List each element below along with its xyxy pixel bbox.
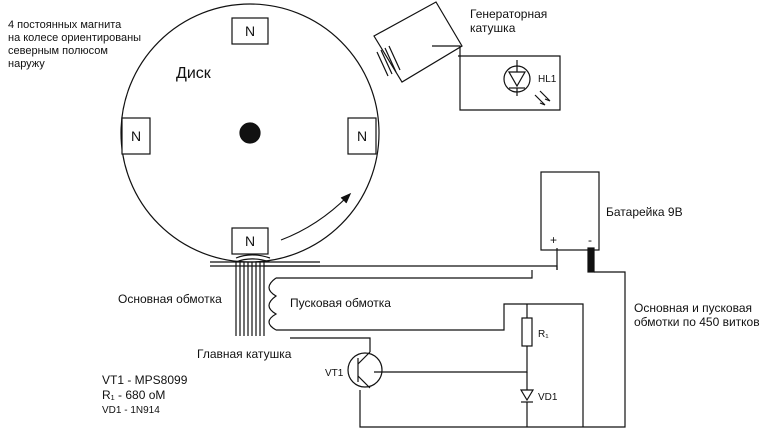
magnet-top-label: N bbox=[245, 23, 255, 39]
led-label: HL1 bbox=[538, 74, 557, 85]
generator-wire-b bbox=[458, 55, 561, 111]
generator-coil-windings bbox=[376, 45, 401, 77]
resistor-r1 bbox=[521, 317, 533, 347]
parts-list-r1: R₁ - 680 оМ bbox=[102, 388, 165, 402]
main-coil-label: Главная катушка bbox=[197, 347, 292, 361]
main-coil-core bbox=[235, 262, 265, 336]
generator-coil bbox=[373, 1, 463, 83]
battery-label: Батарейка 9В bbox=[606, 205, 683, 219]
diode-label: VD1 bbox=[538, 392, 558, 403]
rotation-arrow bbox=[280, 195, 349, 241]
generator-coil-label-1: Генераторная bbox=[470, 7, 547, 21]
start-winding-loops bbox=[268, 277, 278, 331]
led-light-rays bbox=[534, 90, 551, 106]
negative-wire bbox=[359, 271, 626, 428]
disk-label: Диск bbox=[176, 65, 212, 82]
magnet-left bbox=[121, 117, 151, 155]
start-winding-wire bbox=[276, 270, 584, 427]
battery-plus-label: + bbox=[550, 233, 557, 247]
magnet-bottom-label: N bbox=[245, 233, 255, 249]
magnets-note-1: 4 постоянных магнита bbox=[8, 19, 122, 31]
parts-list-vt1: VT1 - MPS8099 bbox=[102, 373, 188, 387]
magnet-left-label: N bbox=[131, 128, 141, 144]
disk-axle bbox=[239, 122, 261, 144]
rotation-arrow-head bbox=[340, 192, 352, 204]
transistor-vt1 bbox=[347, 352, 383, 388]
magnet-top bbox=[231, 17, 269, 45]
magnets-note-2: на колесе ориентированы bbox=[8, 32, 141, 44]
generator-coil-label-2: катушка bbox=[470, 21, 516, 35]
main-coil-windings bbox=[210, 254, 320, 267]
magnet-right-label: N bbox=[357, 128, 367, 144]
generator-wire-a bbox=[432, 45, 517, 111]
magnet-bottom bbox=[231, 227, 269, 255]
battery-minus-label: - bbox=[588, 233, 592, 247]
magnets-note-4: наружу bbox=[8, 58, 45, 70]
turns-note-2: обмотки по 450 витков bbox=[634, 315, 760, 329]
magnets-note-3: северным полюсом bbox=[8, 45, 108, 57]
resistor-label: R₁ bbox=[538, 329, 549, 340]
diode-vd1 bbox=[519, 389, 535, 402]
parts-list-vd1: VD1 - 1N914 bbox=[102, 405, 160, 416]
main-winding-label: Основная обмотка bbox=[118, 292, 222, 306]
led-hl1 bbox=[507, 71, 527, 88]
battery bbox=[540, 171, 600, 251]
battery-minus-terminal bbox=[587, 247, 595, 273]
main-wire-top bbox=[264, 265, 558, 270]
turns-note-1: Основная и пусковая bbox=[634, 301, 752, 315]
transistor-label: VT1 bbox=[325, 368, 344, 379]
resistor-bottom-wire bbox=[374, 346, 528, 373]
magnet-right bbox=[347, 117, 377, 155]
start-winding-label: Пусковая обмотка bbox=[290, 296, 391, 310]
